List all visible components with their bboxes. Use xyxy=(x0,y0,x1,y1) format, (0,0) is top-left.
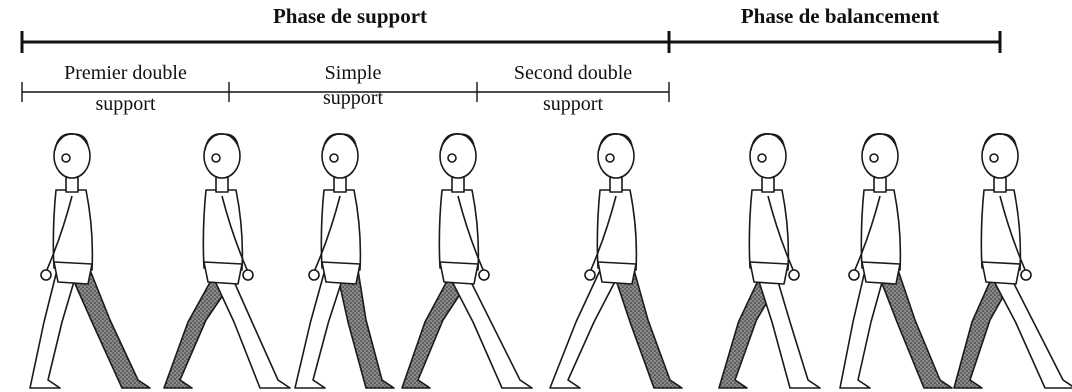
hand xyxy=(1020,269,1032,281)
hair xyxy=(862,133,897,151)
hair xyxy=(750,133,785,151)
hand xyxy=(848,269,860,281)
clear-leg xyxy=(985,265,1072,389)
walking-figure xyxy=(163,133,291,389)
ear xyxy=(211,153,221,163)
clear-leg xyxy=(207,265,291,389)
arm xyxy=(313,195,341,273)
hand xyxy=(788,269,800,281)
ear xyxy=(605,153,615,163)
torso xyxy=(202,189,244,271)
ear xyxy=(869,153,879,163)
head xyxy=(53,133,91,179)
arm xyxy=(999,195,1027,273)
head xyxy=(981,133,1019,179)
briefs xyxy=(439,261,479,285)
walking-figure xyxy=(839,133,953,389)
head xyxy=(597,133,635,179)
briefs xyxy=(53,261,93,285)
torso xyxy=(320,189,362,271)
walking-figures xyxy=(29,133,1072,389)
arm xyxy=(45,195,73,273)
sub-phase-bar xyxy=(21,82,670,102)
sub-phase-first-line1: Premier double xyxy=(64,62,187,84)
torso xyxy=(596,189,638,271)
clear-leg xyxy=(549,265,623,389)
clear-leg xyxy=(294,265,347,389)
torso xyxy=(980,189,1022,271)
sub-phase-second-line2: support xyxy=(543,93,603,115)
briefs xyxy=(861,261,901,285)
ear xyxy=(989,153,999,163)
hair xyxy=(322,133,357,151)
briefs xyxy=(203,261,243,285)
walking-figure xyxy=(549,133,683,389)
arm xyxy=(457,195,485,273)
phase-bar xyxy=(20,31,1002,53)
walking-figure xyxy=(953,133,1072,389)
briefs xyxy=(749,261,789,285)
shaded-leg xyxy=(875,267,953,389)
torso xyxy=(860,189,902,271)
arm xyxy=(589,195,617,273)
hair xyxy=(598,133,633,151)
clear-leg xyxy=(839,265,887,389)
arm xyxy=(767,195,795,273)
ear xyxy=(329,153,339,163)
clear-leg xyxy=(443,265,533,389)
hair xyxy=(440,133,475,151)
shaded-leg xyxy=(335,267,395,389)
head xyxy=(749,133,787,179)
ear xyxy=(447,153,457,163)
ear xyxy=(757,153,767,163)
phase-swing-label: Phase de balancement xyxy=(740,4,940,28)
hair xyxy=(204,133,239,151)
walking-figure xyxy=(294,133,395,389)
sub-phase-single-line2: support xyxy=(323,87,383,109)
sub-phase-single-line1: Simple xyxy=(324,62,382,84)
hair xyxy=(982,133,1017,151)
head xyxy=(321,133,359,179)
hand xyxy=(308,269,320,281)
head xyxy=(203,133,241,179)
briefs xyxy=(597,261,637,285)
hair xyxy=(54,133,89,151)
head xyxy=(861,133,899,179)
hand xyxy=(584,269,596,281)
shaded-leg xyxy=(67,267,151,389)
torso xyxy=(748,189,790,271)
walking-figure xyxy=(29,133,151,389)
head xyxy=(439,133,477,179)
hand xyxy=(478,269,490,281)
phase-support-label: Phase de support xyxy=(272,4,428,28)
arm xyxy=(853,195,881,273)
shaded-leg xyxy=(611,267,683,389)
hand xyxy=(40,269,52,281)
briefs xyxy=(321,261,361,285)
torso xyxy=(438,189,480,271)
arm xyxy=(221,195,249,273)
hand xyxy=(242,269,254,281)
clear-leg xyxy=(753,265,821,389)
walking-figure xyxy=(718,133,821,389)
briefs xyxy=(981,261,1021,285)
ear xyxy=(61,153,71,163)
clear-leg xyxy=(29,265,79,389)
sub-phase-first-line2: support xyxy=(95,93,156,115)
torso xyxy=(52,189,94,271)
sub-phase-second-line1: Second double xyxy=(513,62,633,84)
walking-figure xyxy=(401,133,533,389)
